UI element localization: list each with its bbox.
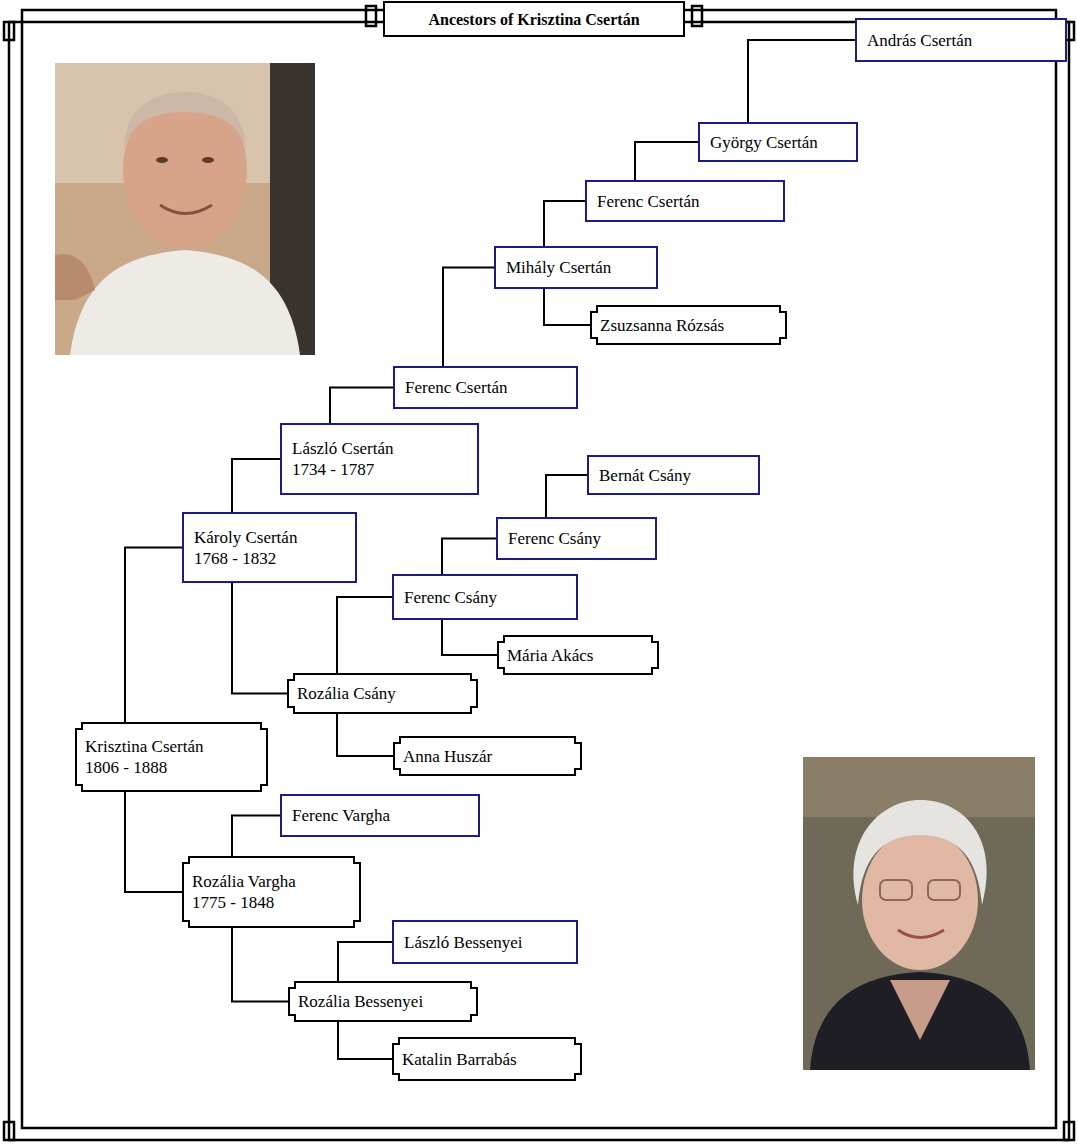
outline-path <box>393 1038 581 1080</box>
life-dates: 1768 - 1832 <box>194 548 345 569</box>
person-name: Rozália Csány <box>297 683 468 704</box>
person-name: Mihály Csertán <box>506 257 646 278</box>
person-name: Anna Huszár <box>403 746 572 767</box>
lineage-connector <box>544 289 590 325</box>
female-person-box: Zsuzsanna Rózsás <box>590 305 787 345</box>
male-person-box: László Bessenyei <box>392 920 578 964</box>
lineage-connector <box>125 792 182 892</box>
lineage-connector <box>232 928 288 1002</box>
person-name: Mária Akács <box>507 645 649 666</box>
male-person-box: András Csertán <box>855 18 1067 62</box>
lineage-connector <box>330 388 393 424</box>
female-person-box: Katalin Barrabás <box>392 1037 582 1081</box>
male-person-box: Bernát Csány <box>587 455 760 495</box>
male-person-box: Károly Csertán1768 - 1832 <box>182 512 357 583</box>
female-person-box: Rozália Vargha1775 - 1848 <box>182 856 361 928</box>
chart-title: Ancestors of Krisztina Csertán <box>428 9 639 30</box>
lineage-connector <box>232 816 280 857</box>
lineage-connector <box>442 620 497 655</box>
person-name: Ferenc Csertán <box>597 191 773 212</box>
life-dates: 1775 - 1848 <box>192 892 351 913</box>
person-name: Rozália Vargha <box>192 871 351 892</box>
person-name: Ferenc Csány <box>404 587 566 608</box>
person-name: Ferenc Csertán <box>405 377 566 398</box>
person-name: László Bessenyei <box>404 932 566 953</box>
lineage-connector <box>544 201 585 246</box>
notched-outline <box>182 856 361 928</box>
outline-path <box>498 636 658 674</box>
lineage-connector <box>338 942 392 981</box>
lineage-connector <box>443 268 494 367</box>
lineage-connector <box>232 583 287 694</box>
outline-path <box>183 857 360 927</box>
notched-outline <box>75 722 268 792</box>
female-person-box: Mária Akács <box>497 635 659 675</box>
lineage-connector <box>125 548 182 723</box>
lineage-connector <box>337 714 393 756</box>
outline-path <box>591 306 786 344</box>
person-name: Krisztina Csertán <box>85 736 258 757</box>
lineage-connector <box>546 475 587 517</box>
lineage-connector <box>748 40 855 122</box>
person-name: Ferenc Vargha <box>292 805 468 826</box>
life-dates: 1806 - 1888 <box>85 757 258 778</box>
female-person-box: Rozália Bessenyei <box>288 981 478 1022</box>
male-person-box: Ferenc Csány <box>496 517 657 560</box>
lineage-connector <box>232 459 280 512</box>
person-name: László Csertán <box>292 438 467 459</box>
person-name: András Csertán <box>867 30 1055 51</box>
female-person-box: Krisztina Csertán1806 - 1888 <box>75 722 268 792</box>
portrait-photo <box>803 757 1035 1070</box>
lineage-connector <box>442 539 496 575</box>
outline-path <box>394 737 581 775</box>
person-name: Katalin Barrabás <box>402 1049 572 1070</box>
lineage-connector <box>337 597 392 673</box>
portrait-photo <box>55 63 315 355</box>
person-name: Károly Csertán <box>194 527 345 548</box>
female-person-box: Anna Huszár <box>393 736 582 776</box>
outline-path <box>76 723 267 791</box>
male-person-box: László Csertán1734 - 1787 <box>280 423 479 495</box>
male-person-box: Ferenc Csertán <box>585 180 785 222</box>
lineage-connector <box>338 1022 392 1059</box>
life-dates: 1734 - 1787 <box>292 459 467 480</box>
male-person-box: Ferenc Vargha <box>280 794 480 837</box>
title-box: Ancestors of Krisztina Csertán <box>383 1 685 37</box>
lineage-connector <box>635 142 698 180</box>
male-person-box: Ferenc Csertán <box>393 366 578 409</box>
person-name: György Csertán <box>710 132 846 153</box>
female-person-box: Rozália Csány <box>287 673 478 714</box>
person-name: Bernát Csány <box>599 465 748 486</box>
male-person-box: György Csertán <box>698 122 858 162</box>
male-person-box: Mihály Csertán <box>494 246 658 289</box>
outline-path <box>288 674 477 713</box>
person-name: Zsuzsanna Rózsás <box>600 315 777 336</box>
male-person-box: Ferenc Csány <box>392 574 578 620</box>
person-name: Rozália Bessenyei <box>298 991 468 1012</box>
person-name: Ferenc Csány <box>508 528 645 549</box>
outline-path <box>289 982 477 1021</box>
